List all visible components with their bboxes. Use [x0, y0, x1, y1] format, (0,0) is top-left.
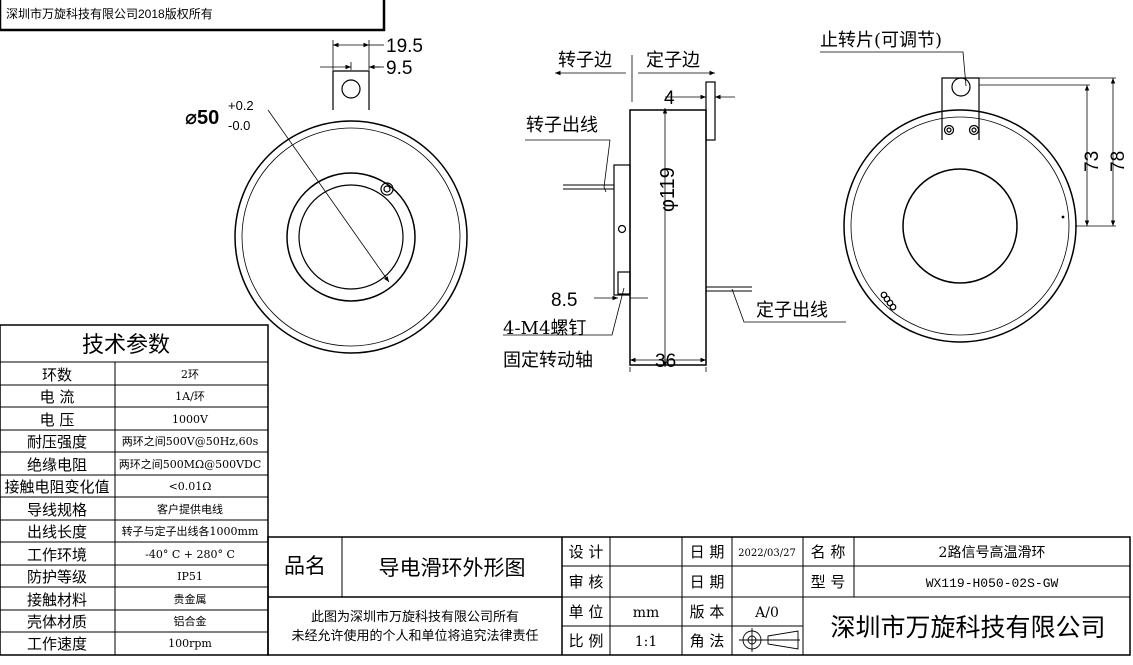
- dim-78: 78: [1108, 151, 1129, 172]
- spec-key: 电 压: [40, 411, 75, 429]
- spec-value: 2环: [181, 368, 199, 381]
- spec-key: 壳体材质: [27, 613, 87, 631]
- rear-view: [820, 51, 1116, 343]
- copyright-text: 深圳市万旋科技有限公司2018版权所有: [6, 6, 213, 21]
- label-rotor-side: 转子边: [558, 50, 612, 71]
- dim-119: φ119: [657, 167, 679, 212]
- spec-title: 技术参数: [82, 333, 170, 358]
- tb-version-label: 版 本: [690, 603, 725, 621]
- spec-value: -40° C + 280° C: [145, 548, 235, 561]
- copyright-box: 深圳市万旋科技有限公司2018版权所有: [0, 0, 386, 32]
- spec-key: 导线规格: [27, 501, 87, 519]
- tb-model-label: 型 号: [811, 573, 846, 591]
- tb-name-label: 品名: [284, 554, 326, 578]
- spec-row-insulation: 绝缘电阻 两环之间500MΩ@500VDC: [27, 456, 261, 474]
- spec-row-protection: 防护等级 IP51: [27, 568, 203, 586]
- dim-73: 73: [1082, 151, 1103, 172]
- spec-row-lead-length: 出线长度 转子与定子出线各1000mm: [27, 523, 259, 541]
- spec-row-withstand: 耐压强度 两环之间500V@50Hz,60s: [27, 433, 259, 451]
- terminal-holes: [880, 291, 897, 311]
- label-screw: 4-M4螺钉: [503, 318, 586, 339]
- spec-row-wire-spec: 导线规格 客户提供电线: [27, 501, 223, 519]
- tb-design-label: 设 计: [569, 543, 604, 561]
- spec-key: 耐压强度: [27, 433, 87, 451]
- spec-value: 1000V: [172, 413, 209, 426]
- title-block: [267, 536, 1131, 656]
- spec-key: 工作环境: [27, 546, 87, 564]
- spec-value: <0.01Ω: [169, 480, 212, 493]
- spec-key: 防护等级: [27, 568, 87, 586]
- tb-notice-1: 此图为深圳市万旋科技有限公司所有: [311, 609, 519, 625]
- tb-unit-label: 单 位: [569, 603, 604, 621]
- spec-table: [0, 324, 269, 656]
- spec-value: 贵金属: [174, 592, 207, 606]
- spec-value: 铝合金: [174, 614, 207, 628]
- label-fix-shaft: 固定转动轴: [503, 350, 593, 371]
- spec-value: 100rpm: [168, 637, 212, 650]
- spec-key: 电 流: [40, 388, 75, 406]
- spec-value: 两环之间500V@50Hz,60s: [122, 434, 259, 448]
- spec-key: 绝缘电阻: [27, 456, 87, 474]
- dim-19-5: 19.5: [386, 36, 423, 57]
- tb-title-label: 名 称: [811, 543, 846, 561]
- side-view: [503, 55, 846, 372]
- tb-title-value: 2路信号高温滑环: [939, 544, 1046, 561]
- tb-date-value: 2022/03/27: [738, 548, 796, 559]
- tb-company: 深圳市万旋科技有限公司: [830, 613, 1105, 642]
- label-rotor-lead: 转子出线: [526, 115, 598, 136]
- dim-9-5: 9.5: [386, 58, 412, 79]
- tb-check-label: 审 核: [569, 573, 604, 591]
- spec-row-environment: 工作环境 -40° C + 280° C: [27, 546, 235, 564]
- spec-value: 两环之间500MΩ@500VDC: [119, 457, 262, 471]
- spec-value: 1A/环: [175, 390, 205, 403]
- spec-row-housing: 壳体材质 铝合金: [27, 613, 207, 631]
- dim-50-tol-minus: -0.0: [228, 118, 250, 133]
- tb-angle-label: 角 法: [690, 632, 725, 650]
- tb-unit-value: mm: [633, 605, 660, 621]
- dim-50: ⌀50: [185, 107, 219, 129]
- spec-row-contact-resistance: 接触电阻变化值 <0.01Ω: [4, 478, 211, 496]
- spec-value: 转子与定子出线各1000mm: [122, 524, 259, 538]
- front-view: [234, 40, 468, 354]
- tb-name-value: 导电滑环外形图: [379, 556, 526, 580]
- dim-36: 36: [655, 351, 676, 372]
- spec-key: 接触电阻变化值: [4, 478, 109, 496]
- tb-model-value: WX119-H050-02S-GW: [926, 576, 1059, 591]
- spec-key: 接触材料: [27, 591, 87, 609]
- tb-scale-label: 比 例: [569, 632, 604, 650]
- label-stop-tab: 止转片(可调节): [820, 30, 942, 51]
- label-stator-side: 定子边: [646, 50, 700, 71]
- tb-notice-2: 未经允许使用的个人和单位将追究法律责任: [291, 628, 538, 644]
- projection-symbol-icon: [739, 628, 800, 652]
- tb-scale-value: 1:1: [635, 634, 658, 650]
- spec-row-voltage: 电 压 1000V: [40, 411, 209, 429]
- spec-key: 出线长度: [27, 523, 87, 541]
- spec-value: IP51: [177, 570, 203, 583]
- spec-row-contact-material: 接触材料 贵金属: [27, 591, 207, 609]
- tb-version-value: A/0: [754, 605, 779, 621]
- dim-8-5: 8.5: [551, 290, 577, 311]
- spec-key: 工作速度: [27, 635, 87, 653]
- spec-row-speed: 工作速度 100rpm: [27, 635, 212, 653]
- spec-value: 客户提供电线: [157, 502, 223, 516]
- dim-4: 4: [664, 88, 675, 109]
- spec-row-ring-count: 环数 2环: [42, 366, 199, 384]
- label-stator-lead: 定子出线: [756, 300, 828, 321]
- spec-row-current: 电 流 1A/环: [40, 388, 205, 406]
- dim-50-tol-plus: +0.2: [228, 98, 254, 113]
- tb-date-label: 日 期: [690, 543, 725, 561]
- tb-date2-label: 日 期: [690, 573, 725, 591]
- spec-key: 环数: [42, 366, 72, 384]
